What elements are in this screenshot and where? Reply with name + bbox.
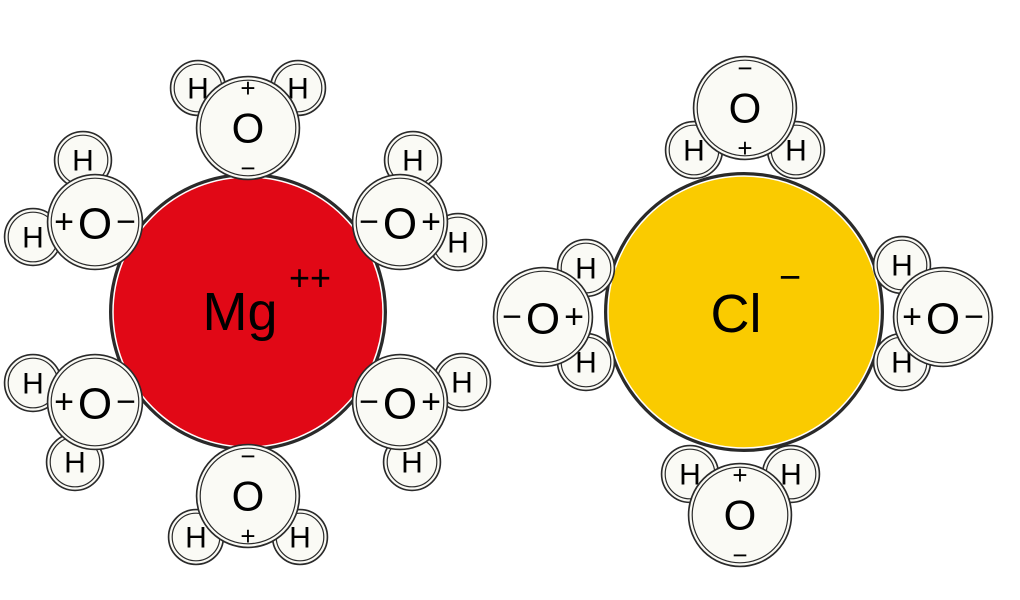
water-molecule: H HO+ −: [492, 238, 616, 392]
negative-charge: −: [116, 383, 136, 421]
hydrogen-label: H: [64, 447, 86, 480]
hydrogen-label: H: [287, 73, 309, 106]
negative-charge: −: [964, 298, 984, 336]
negative-charge: −: [502, 298, 522, 336]
oxygen-atom-inner-line: [896, 270, 990, 364]
oxygen-atom-inner-line: [199, 79, 297, 177]
positive-charge: +: [421, 203, 441, 241]
cl-ion-symbol: Cl: [711, 284, 762, 344]
positive-charge: +: [902, 298, 922, 336]
water-molecule: HHO+−: [351, 352, 492, 492]
negative-charge: −: [359, 383, 379, 421]
positive-charge: +: [737, 133, 752, 163]
oxygen-label: O: [232, 473, 265, 520]
positive-charge: +: [54, 383, 74, 421]
cl-ion-outline: [604, 172, 884, 452]
cl-ion: [607, 175, 881, 449]
positive-charge: +: [240, 73, 255, 103]
positive-charge: +: [421, 383, 441, 421]
water-molecule: H HO+ −: [169, 59, 327, 183]
positive-charge: +: [240, 521, 255, 551]
hydrogen-label: H: [72, 145, 94, 178]
hydrogen-label: H: [401, 447, 423, 480]
hydrogen-label: H: [679, 459, 701, 492]
oxygen-atom-inner-line: [50, 177, 140, 267]
ion-layer: [109, 172, 884, 452]
oxygen-label: O: [383, 380, 417, 429]
water-molecule: H HO+ −: [872, 235, 994, 392]
hydrogen-label: H: [891, 347, 913, 380]
oxygen-atom-inner-line: [496, 270, 590, 364]
water-molecule: H HO+ −: [351, 130, 488, 272]
hydrogen-label: H: [891, 250, 913, 283]
oxygen-atom-inner-line: [691, 466, 789, 564]
hydrogen-label: H: [289, 522, 311, 555]
oxygen-atom-inner-line: [199, 447, 297, 545]
ion-label-layer: Mg ++ Cl −: [202, 257, 801, 344]
oxygen-label: O: [78, 200, 112, 249]
negative-charge: −: [240, 441, 255, 471]
mg-ion-charge: ++: [289, 257, 331, 298]
hydrogen-label: H: [785, 135, 807, 168]
oxygen-label: O: [526, 295, 560, 344]
oxygen-atom-inner-line: [696, 59, 794, 157]
water-molecule: H HO+ −: [167, 441, 329, 566]
positive-charge: +: [54, 203, 74, 241]
water-molecule: H HO+ −: [664, 53, 826, 180]
oxygen-atom-inner-line: [355, 357, 445, 447]
oxygen-label: O: [729, 85, 762, 132]
water-molecule: H HO+ −: [660, 444, 821, 570]
oxygen-label: O: [724, 492, 757, 539]
negative-charge: −: [240, 153, 255, 183]
hydrogen-label: H: [575, 347, 597, 380]
hydrogen-label: H: [780, 459, 802, 492]
hydrogen-label: H: [575, 253, 597, 286]
hydrogen-label: H: [447, 227, 469, 260]
oxygen-label: O: [926, 295, 960, 344]
negative-charge: −: [732, 540, 747, 570]
oxygen-label: O: [78, 380, 112, 429]
cl-ion-charge: −: [779, 257, 801, 299]
oxygen-atom-inner-line: [355, 177, 445, 267]
oxygen-label: O: [232, 105, 265, 152]
hydrogen-label: H: [185, 522, 207, 555]
positive-charge: +: [564, 298, 584, 336]
hydrogen-label: H: [683, 135, 705, 168]
water-molecule: HHO+−: [3, 353, 144, 492]
oxygen-atom-inner-line: [50, 357, 140, 447]
hydrogen-label: H: [22, 368, 44, 401]
hydrogen-label: H: [22, 222, 44, 255]
positive-charge: +: [732, 460, 747, 490]
hydrogen-label: H: [451, 367, 473, 400]
negative-charge: −: [359, 203, 379, 241]
negative-charge: −: [737, 53, 752, 83]
oxygen-label: O: [383, 200, 417, 249]
mg-ion-symbol: Mg: [202, 282, 277, 342]
hydrogen-label: H: [402, 145, 424, 178]
negative-charge: −: [116, 203, 136, 241]
hydrogen-label: H: [187, 73, 209, 106]
